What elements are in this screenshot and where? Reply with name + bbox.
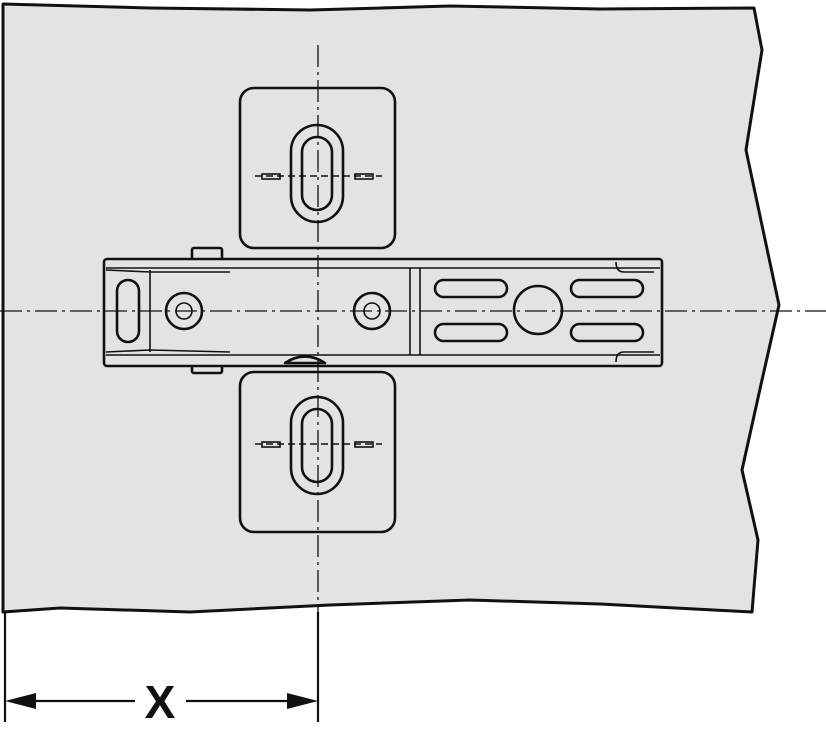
arm-notch [283, 355, 327, 365]
upper-slot-inner [300, 135, 334, 212]
cutout-4 [569, 322, 645, 343]
dimension-arrow-right [287, 693, 318, 709]
arm-adjust-hole [512, 284, 564, 336]
dimension-arrow-left [5, 693, 36, 709]
lower-slot-inner [300, 407, 334, 484]
dimension-label: X [145, 676, 176, 728]
cutout-2 [433, 322, 509, 343]
hinge-arm [102, 246, 664, 375]
cutout-3 [569, 278, 645, 299]
cutout-1 [433, 278, 509, 299]
dimension-x: X [3, 612, 320, 728]
